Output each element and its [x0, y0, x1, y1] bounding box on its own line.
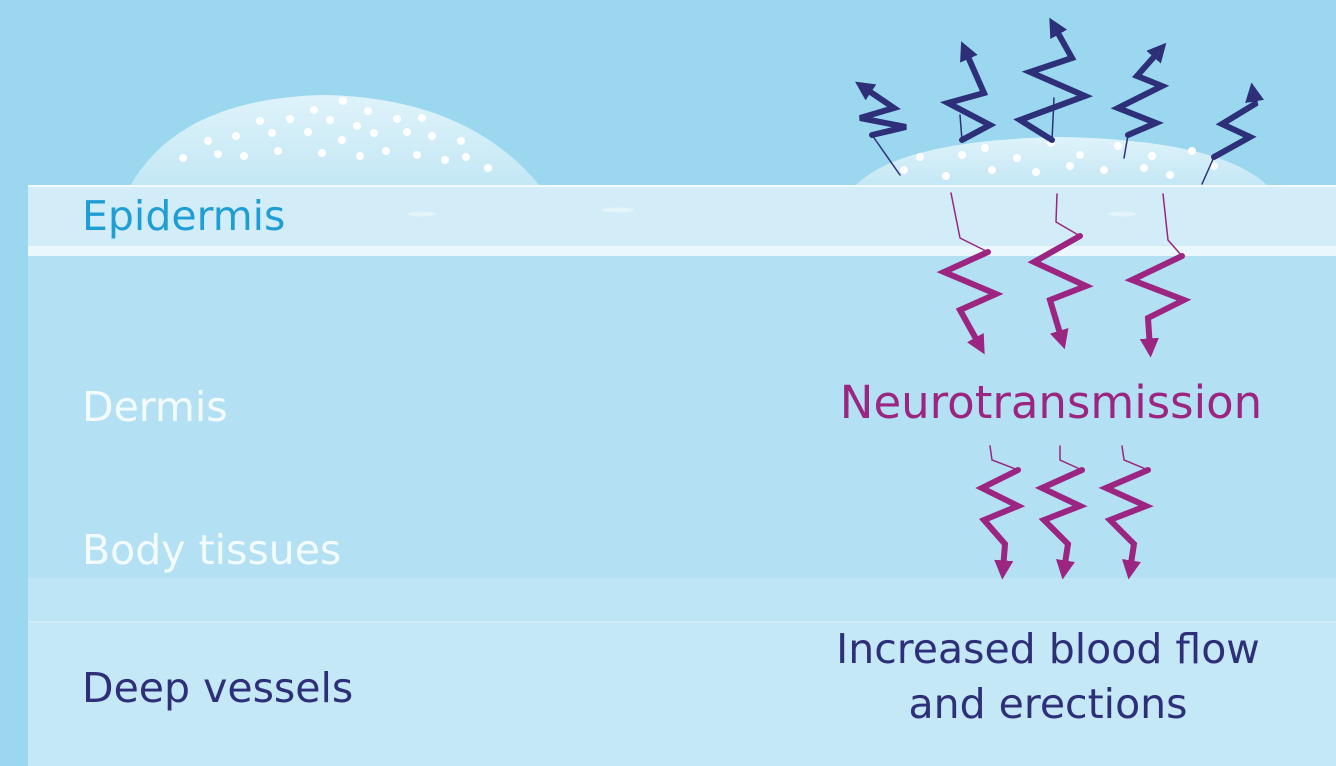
skin-texture	[1108, 211, 1136, 217]
outgoing-zigzag-arrow	[1211, 82, 1265, 160]
outgoing-zigzag-arrow	[855, 81, 907, 138]
inward-zigzag-arrow	[1121, 445, 1149, 471]
outgoing-zigzag-arrow	[1201, 156, 1215, 185]
deep-vessels-layer	[28, 622, 1336, 766]
inward-zigzag-arrow	[950, 192, 989, 253]
inward-zigzag-arrow	[1059, 445, 1083, 471]
outgoing-zigzag-arrow	[1123, 134, 1129, 159]
droplet-dome-right	[855, 137, 1268, 186]
inward-zigzag-arrow	[989, 445, 1019, 471]
inward-zigzag-arrow	[1162, 193, 1183, 257]
body-tissues-band	[28, 578, 1336, 622]
outgoing-zigzag-arrow	[871, 134, 901, 176]
epidermis-highlight	[28, 246, 1336, 256]
inward-zigzag-arrow	[1027, 233, 1094, 350]
inward-zigzag-arrow	[1098, 467, 1154, 580]
outgoing-zigzag-arrow	[1110, 42, 1170, 138]
epidermis-label: Epidermis	[82, 192, 286, 240]
effect-line-2: and erections	[908, 680, 1188, 728]
inward-zigzag-arrow	[1055, 193, 1081, 237]
droplets-left	[179, 97, 492, 172]
inward-zigzag-arrow	[936, 249, 1004, 355]
outgoing-zigzag-arrow	[1013, 17, 1094, 143]
dermis-label: Dermis	[82, 383, 228, 431]
outgoing-signal-arrows	[855, 17, 1265, 185]
skin-texture	[602, 207, 634, 213]
dermis-layer	[28, 246, 1336, 622]
droplets-right	[900, 139, 1218, 180]
inward-signal-arrows	[936, 192, 1192, 358]
inward-zigzag-arrow	[975, 467, 1026, 580]
skin-texture	[408, 211, 436, 217]
effect-line-1: Increased blood flow	[836, 625, 1260, 673]
outgoing-zigzag-arrow	[939, 41, 997, 143]
droplet-dome-left	[130, 95, 540, 186]
body-tissues-label: Body tissues	[82, 526, 342, 574]
inward-zigzag-arrow	[1124, 253, 1192, 358]
effect-label: Increased blood flow and erections	[790, 622, 1306, 732]
neurotransmission-label: Neurotransmission	[839, 376, 1263, 429]
inward-zigzag-arrow	[1034, 467, 1088, 580]
deep-vessels-label: Deep vessels	[82, 664, 354, 712]
outgoing-zigzag-arrow	[1051, 97, 1055, 141]
outgoing-zigzag-arrow	[959, 114, 963, 141]
downstream-signal-arrows	[975, 445, 1154, 580]
